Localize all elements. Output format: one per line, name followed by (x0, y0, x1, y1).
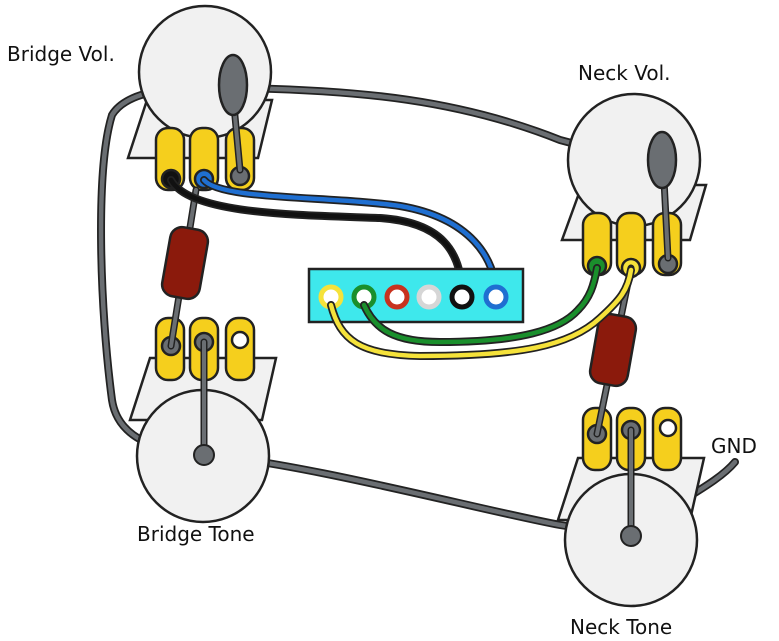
connector-pin-blue (483, 284, 509, 310)
yellow-wire (328, 267, 634, 359)
bridge-volume-pot (126, 4, 274, 192)
connector-pin-white (416, 284, 442, 310)
gnd-label: GND (711, 434, 757, 458)
bridge-tone-ground-solder (193, 444, 215, 466)
neck-volume-label: Neck Vol. (578, 61, 670, 85)
bridge-tone-label: Bridge Tone (137, 522, 255, 546)
bridge-tone-pot (128, 316, 278, 524)
neck-volume-pot-body (566, 92, 702, 228)
neck-volume-pot (560, 92, 708, 279)
neck-tone-lug-3-hole (658, 418, 678, 438)
output-connector (307, 267, 525, 324)
connector-pin-red (384, 284, 410, 310)
black-wire (168, 177, 465, 299)
bridge-tone-capacitor (160, 225, 210, 301)
green-wire (361, 265, 600, 345)
neck-volume-ground-lead (662, 178, 670, 260)
bridge-volume-label: Bridge Vol. (7, 42, 115, 66)
neck-tone-pot (556, 406, 706, 608)
bridge-tone-lug-3-hole (230, 330, 250, 350)
connector-pin-black (449, 284, 475, 310)
neck-tone-ground-solder (620, 525, 642, 547)
blue-wire (201, 177, 499, 299)
neck-tone-capacitor (588, 312, 638, 388)
neck-tone-lug-3 (651, 406, 683, 472)
neck-tone-label: Neck Tone (570, 615, 672, 639)
bridge-volume-ground-solder (217, 53, 249, 117)
bridge-volume-pot-body (137, 4, 273, 140)
neck-volume-ground-solder (646, 130, 678, 190)
